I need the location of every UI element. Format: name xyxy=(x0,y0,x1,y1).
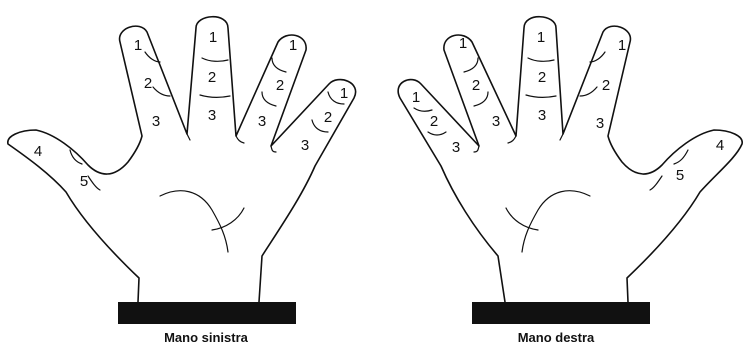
left-ring-label-1: 1 xyxy=(289,37,297,54)
left-hand-caption: Mano sinistra xyxy=(164,330,249,345)
left-ring-crease-2 xyxy=(262,92,276,106)
right-little-label-2: 2 xyxy=(430,113,438,130)
right-index-crease-2 xyxy=(580,87,597,96)
right-ring-label-3: 3 xyxy=(492,113,500,130)
left-palm-line-1 xyxy=(160,191,228,252)
left-hand-outline xyxy=(8,17,356,302)
left-index-label-1: 1 xyxy=(134,37,142,54)
right-ring-crease-2 xyxy=(474,92,488,106)
left-little-label-1: 1 xyxy=(340,85,348,102)
right-middle-crease-1 xyxy=(528,58,554,61)
right-finger-gap-2 xyxy=(508,136,516,143)
right-thumb-label-5: 5 xyxy=(676,167,684,184)
left-middle-label-2: 2 xyxy=(208,69,216,86)
left-middle-crease-1 xyxy=(202,58,228,61)
right-finger-gap-1 xyxy=(560,134,563,140)
left-thumb-crease-2 xyxy=(88,176,100,190)
left-finger-gap-2 xyxy=(236,136,244,143)
right-hand-caption: Mano destra xyxy=(518,330,595,345)
left-index-crease-2 xyxy=(153,87,170,96)
right-index-label-3: 3 xyxy=(596,115,604,132)
left-hand: 1 2 3 1 2 3 1 2 3 1 2 3 4 5 Mano sinistr… xyxy=(8,17,356,345)
right-index-label-2: 2 xyxy=(602,77,610,94)
right-palm-line-1 xyxy=(522,191,590,252)
right-little-label-1: 1 xyxy=(412,89,420,106)
right-little-crease-1 xyxy=(414,108,432,111)
left-little-label-2: 2 xyxy=(324,109,332,126)
right-ring-label-2: 2 xyxy=(472,77,480,94)
right-middle-label-1: 1 xyxy=(537,29,545,46)
right-thumb-crease-2 xyxy=(650,176,662,190)
right-ring-label-1: 1 xyxy=(459,35,467,52)
left-middle-crease-2 xyxy=(200,95,230,97)
right-thumb-label-4: 4 xyxy=(716,137,724,154)
right-little-label-3: 3 xyxy=(452,139,460,156)
left-little-label-3: 3 xyxy=(301,137,309,154)
right-base-bar xyxy=(472,302,650,324)
left-thumb-label-5: 5 xyxy=(80,173,88,190)
right-index-label-1: 1 xyxy=(618,37,626,54)
right-hand: 1 2 3 1 2 3 1 2 3 1 2 3 4 5 Mano destra xyxy=(398,17,742,345)
left-index-label-2: 2 xyxy=(144,75,152,92)
right-thumb-crease-1 xyxy=(674,150,688,164)
left-finger-gap-1 xyxy=(187,134,190,140)
left-middle-label-3: 3 xyxy=(208,107,216,124)
right-middle-label-3: 3 xyxy=(538,107,546,124)
left-base-bar xyxy=(118,302,296,324)
left-index-label-3: 3 xyxy=(152,113,160,130)
left-finger-gap-3 xyxy=(271,146,276,152)
right-hand-outline xyxy=(398,17,742,302)
left-middle-label-1: 1 xyxy=(209,29,217,46)
right-middle-crease-2 xyxy=(526,95,556,97)
right-ring-crease-1 xyxy=(464,58,478,72)
left-ring-crease-1 xyxy=(272,58,286,72)
right-little-crease-2 xyxy=(428,132,446,135)
right-middle-label-2: 2 xyxy=(538,69,546,86)
left-ring-label-3: 3 xyxy=(258,113,266,130)
left-thumb-label-4: 4 xyxy=(34,143,42,160)
left-ring-label-2: 2 xyxy=(276,77,284,94)
right-finger-gap-3 xyxy=(474,146,479,152)
